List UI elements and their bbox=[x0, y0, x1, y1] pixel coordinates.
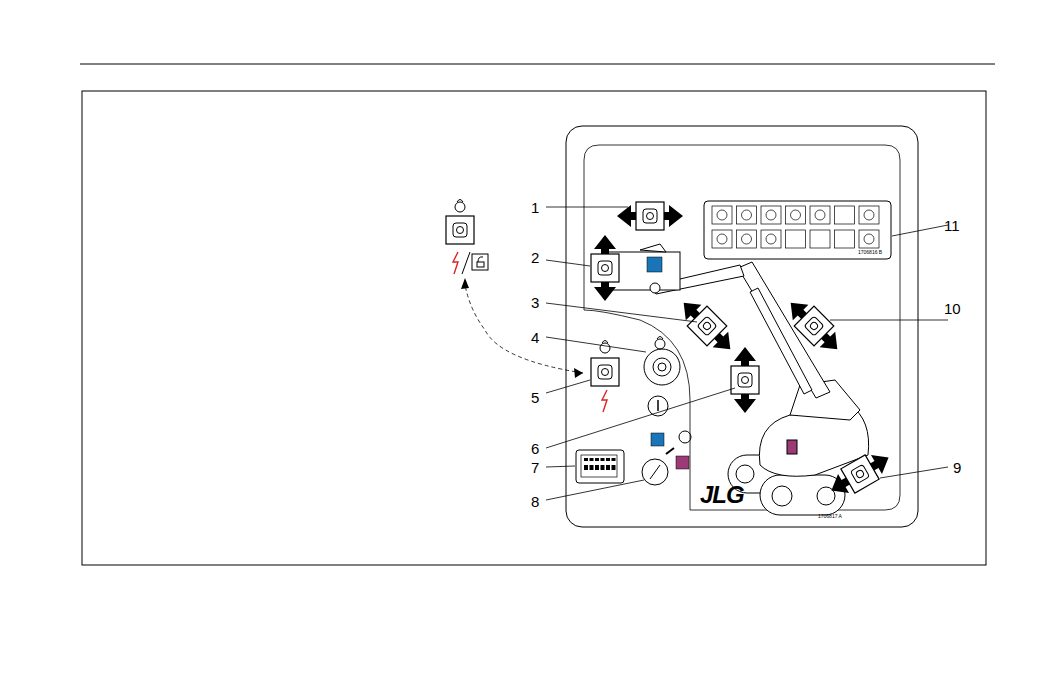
callout-number: 9 bbox=[953, 460, 961, 475]
callout-number: 2 bbox=[531, 250, 539, 265]
indicator-cell bbox=[737, 230, 757, 248]
callout-number: 11 bbox=[944, 218, 960, 233]
indicator-cell bbox=[712, 230, 732, 248]
indicator-cell bbox=[859, 206, 879, 224]
indicator-icon bbox=[864, 234, 874, 244]
indicator-icon bbox=[717, 210, 727, 220]
meter-digit bbox=[595, 458, 599, 461]
callout-number: 6 bbox=[531, 441, 539, 456]
indicator-cell bbox=[835, 206, 855, 224]
meter-digit bbox=[590, 465, 594, 470]
meter-digit bbox=[584, 465, 588, 470]
meter-digit bbox=[606, 465, 610, 470]
meter-digit bbox=[584, 458, 588, 461]
indicator-icon bbox=[864, 210, 874, 220]
callout-number: 3 bbox=[531, 295, 539, 310]
meter-digit bbox=[595, 465, 599, 470]
indicator-cell bbox=[786, 230, 806, 248]
callout-number: 4 bbox=[531, 330, 539, 345]
callout-number: 1 bbox=[531, 200, 539, 215]
part-number: 1706816 B bbox=[858, 250, 882, 255]
indicator-cell bbox=[810, 230, 830, 248]
callout-number: 5 bbox=[531, 390, 539, 405]
indicator-icon bbox=[717, 234, 727, 244]
indicator-cell bbox=[712, 206, 732, 224]
indicator-cell bbox=[786, 206, 806, 224]
indicator-icon bbox=[815, 210, 825, 220]
part-number: 1706817 A bbox=[818, 514, 842, 519]
indicator-icon bbox=[742, 234, 752, 244]
indicator-icon bbox=[742, 210, 752, 220]
callout-number: 10 bbox=[944, 301, 961, 316]
brand-logo: JLG bbox=[700, 483, 744, 507]
indicator-cell bbox=[810, 206, 830, 224]
indicator-cell bbox=[835, 230, 855, 248]
meter-digit bbox=[612, 465, 616, 470]
indicator-icon bbox=[791, 210, 801, 220]
indicator-icon bbox=[766, 210, 776, 220]
indicator-cell bbox=[859, 230, 879, 248]
callout-number: 7 bbox=[531, 460, 539, 475]
meter-digit bbox=[601, 465, 605, 470]
indicator-cell bbox=[737, 206, 757, 224]
indicator-icon bbox=[766, 234, 776, 244]
meter-digit bbox=[601, 458, 605, 461]
meter-digit bbox=[612, 458, 616, 461]
callout-number: 8 bbox=[531, 494, 539, 509]
indicator-cell bbox=[761, 230, 781, 248]
meter-digit bbox=[606, 458, 610, 461]
meter-digit bbox=[590, 458, 594, 461]
indicator-cell bbox=[761, 206, 781, 224]
